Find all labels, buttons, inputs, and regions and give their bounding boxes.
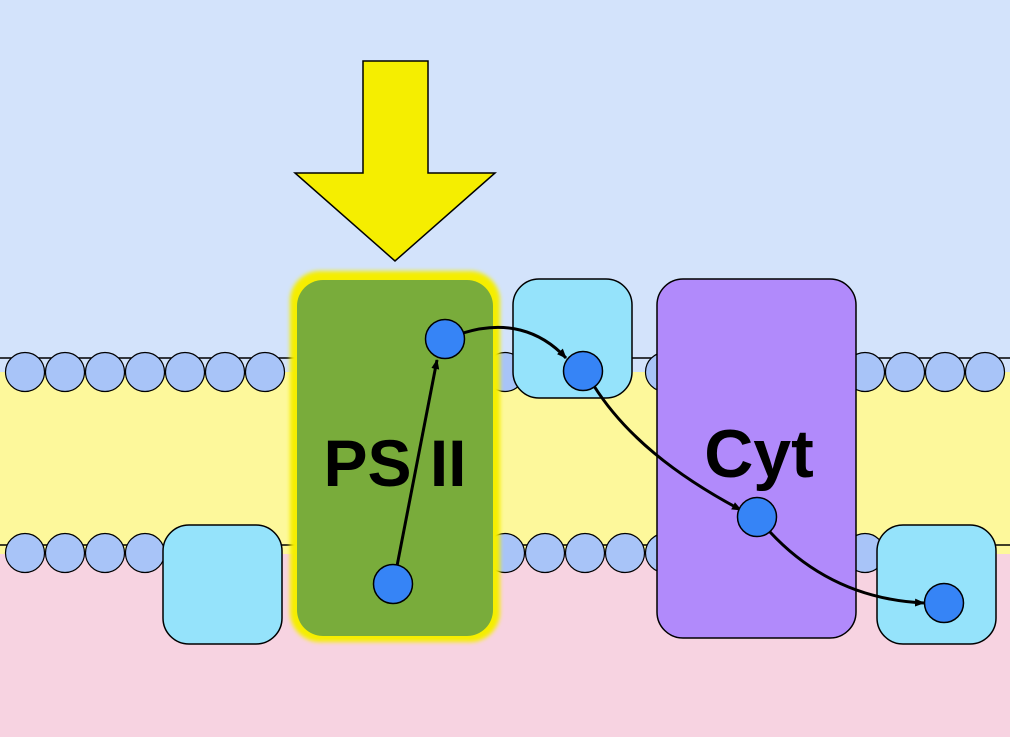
electron-icon: [372, 563, 414, 605]
ps2-label: PS II: [323, 426, 466, 500]
lipid-head-icon: [124, 351, 166, 393]
lipid-head-icon: [84, 532, 126, 574]
membrane-region: [0, 372, 1010, 554]
lipid-head-icon: [44, 351, 86, 393]
electron-icon: [736, 496, 778, 538]
lipid-head-icon: [524, 532, 566, 574]
electron-path-arrow-icon: [768, 530, 925, 607]
lipid-head-icon: [604, 532, 646, 574]
lumen-region: [0, 554, 1010, 737]
lipid-head-icon: [924, 351, 966, 393]
electron-path-arrow-icon: [395, 359, 440, 567]
electron-icon: [562, 350, 604, 392]
lower-lipid-row: [4, 532, 886, 574]
lipid-head-icon: [164, 351, 206, 393]
lipid-head-icon: [564, 532, 606, 574]
lipid-head-icon: [44, 532, 86, 574]
light-arrow-icon: [293, 60, 497, 262]
electron-path-arrow-icon: [592, 385, 742, 512]
lipid-head-icon: [204, 351, 246, 393]
electron-icon: [424, 318, 466, 360]
lipid-head-icon: [4, 532, 46, 574]
stroma-region: [0, 0, 1010, 372]
ps2-complex: [297, 280, 493, 636]
lipid-head-icon: [124, 532, 166, 574]
lipid-head-icon: [884, 351, 926, 393]
electron-icon: [923, 582, 965, 624]
cytochrome-complex: [656, 278, 857, 639]
lipid-head-icon: [84, 351, 126, 393]
electron-path-arrow-icon: [462, 325, 568, 360]
cyt-label: Cyt: [704, 416, 814, 492]
carrier-lower-left: [162, 524, 283, 645]
lipid-head-icon: [244, 351, 286, 393]
lipid-head-icon: [4, 351, 46, 393]
lipid-head-icon: [964, 351, 1006, 393]
